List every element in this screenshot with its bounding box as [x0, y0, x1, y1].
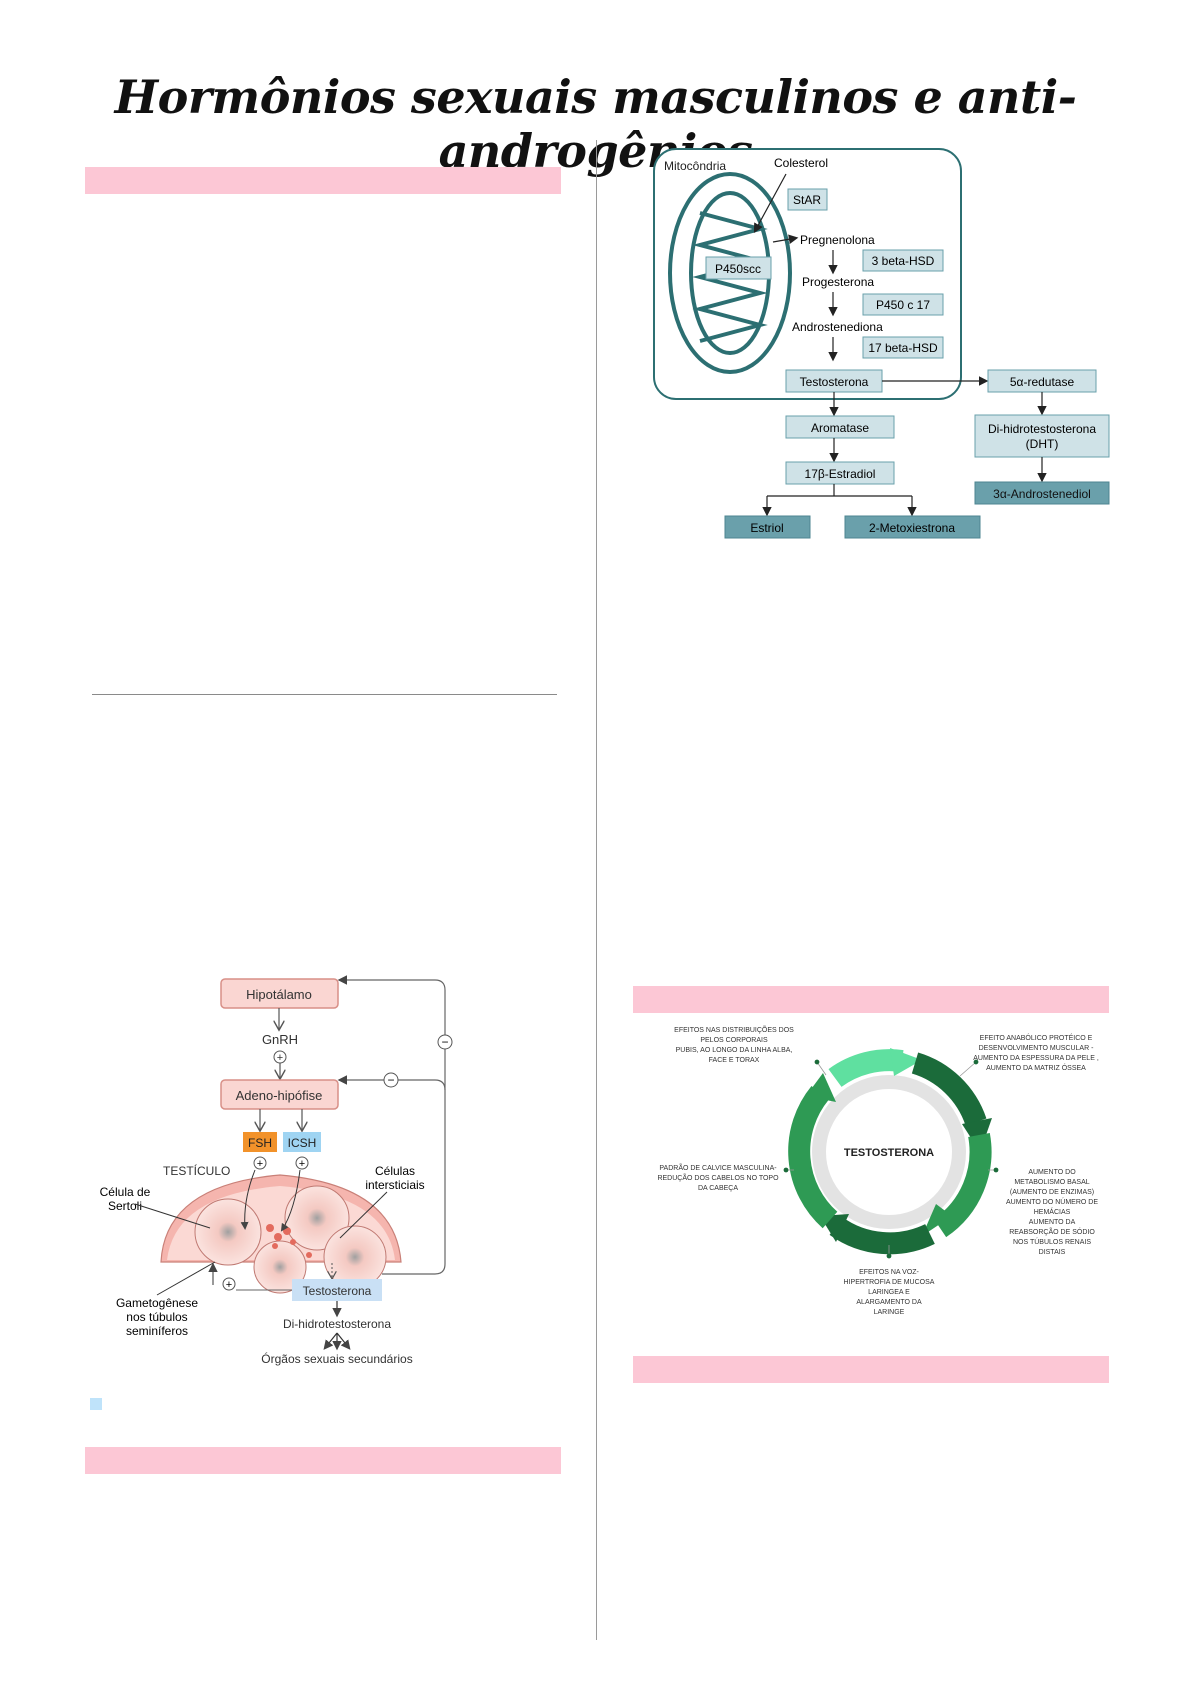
p450scc-label: P450scc — [715, 262, 761, 276]
minus-sign: − — [441, 1035, 448, 1049]
effect-metabolism: DISTAIS — [1039, 1249, 1066, 1256]
gametogenese-label: Gametogênese — [116, 1296, 198, 1310]
p450c17-box — [862, 293, 944, 316]
icsh-label: ICSH — [288, 1136, 317, 1150]
testiculo-label: TESTÍCULO — [163, 1163, 230, 1178]
testosterona-label: Testosterona — [800, 375, 869, 389]
effect-baldness: DA CABEÇA — [698, 1185, 738, 1192]
testosterone-effects-figure: TESTOSTERONA EFEITOS NAS DISTRIBUIÇÕES D… — [657, 1025, 1099, 1316]
steroid-synthesis-figure: Mitocôndria P450scc Colesterol StAR Preg… — [653, 148, 1110, 539]
gnrh-label: GnRH — [262, 1032, 298, 1047]
plus-sign: + — [226, 1279, 232, 1291]
horizontal-rule — [92, 694, 557, 695]
orgaos-label: Órgãos sexuais secundários — [261, 1351, 412, 1366]
seminiferous-tubule — [323, 1225, 387, 1289]
effect-anabolic: AUMENTO DA ESPESSURA DA PELE , — [973, 1055, 1099, 1062]
effect-metabolism: REABSORÇÃO DE SÓDIO — [1009, 1227, 1095, 1236]
dht-label: (DHT) — [1026, 437, 1059, 451]
effect-metabolism: (AUMENTO DE ENZIMAS) — [1010, 1189, 1094, 1196]
dht-label: Di-hidrotestosterona — [283, 1317, 391, 1331]
effect-hair-distribution: EFEITOS NAS DISTRIBUIÇÕES DOS — [674, 1025, 794, 1034]
effect-anabolic: AUMENTO DA MATRIZ ÓSSEA — [986, 1063, 1086, 1072]
star-box — [787, 188, 828, 211]
hpg-axis-figure: Hipotálamo GnRH + Adeno-hipófise FSH ICS… — [100, 975, 453, 1366]
effect-metabolism: AUMENTO DO — [1028, 1169, 1076, 1176]
progesterona-label: Progesterona — [802, 275, 874, 289]
section-header-bar — [633, 1356, 1109, 1383]
testosterona-label: Testosterona — [303, 1284, 372, 1298]
effects-center-label: TESTOSTERONA — [844, 1147, 934, 1159]
17beta-hsd-label: 17 beta-HSD — [868, 341, 938, 355]
effect-anabolic: EFEITO ANABÓLICO PROTÉICO E — [980, 1033, 1093, 1042]
effect-baldness: REDUÇÃO DOS CABELOS NO TOPO — [657, 1173, 779, 1182]
effect-voice: EFEITOS NA VOZ- — [859, 1269, 919, 1276]
ring-segment — [933, 1133, 992, 1238]
estradiol-label: 17β-Estradiol — [805, 467, 876, 481]
ring-segment — [829, 1216, 935, 1255]
section-header-bar — [85, 167, 561, 194]
dht-box — [974, 414, 1110, 458]
androstenediol-box — [974, 481, 1110, 505]
effect-hair-distribution: PUBIS, AO LONGO DA LINHA ALBA, — [676, 1047, 793, 1054]
estriol-label: Estriol — [750, 521, 783, 535]
mitocondria-label: Mitocôndria — [664, 159, 726, 173]
seminiferous-tubule — [284, 1185, 350, 1251]
metoxiestrona-box — [844, 515, 981, 539]
legend-square — [90, 1398, 102, 1410]
hipotalamo-label: Hipotálamo — [246, 987, 312, 1002]
effect-metabolism: HEMÁCIAS — [1034, 1207, 1071, 1216]
effect-hair-distribution: PELOS CORPORAIS — [700, 1037, 768, 1044]
effect-metabolism: AUMENTO DO NÚMERO DE — [1006, 1197, 1098, 1206]
estradiol-box — [785, 461, 895, 485]
section-header-bar — [633, 986, 1109, 1013]
gametogenese-label: seminíferos — [126, 1324, 188, 1338]
p450scc-box — [705, 256, 772, 280]
aromatase-label: Aromatase — [811, 421, 869, 435]
p450c17-label: P450 c 17 — [876, 298, 930, 312]
celulas-intersticiais-label: Células — [375, 1164, 415, 1178]
pregnenolona-label: Pregnenolona — [800, 233, 875, 247]
17beta-hsd-box — [862, 336, 944, 359]
adeno-hipofise-box — [220, 1079, 339, 1110]
section-header-bar — [85, 1447, 561, 1474]
androstenediol-label: 3α-Androstenediol — [993, 487, 1091, 501]
effect-metabolism: AUMENTO DA — [1029, 1219, 1076, 1226]
3beta-hsd-box — [862, 249, 944, 272]
star-label: StAR — [793, 193, 821, 207]
sertoli-label: Sertoli — [108, 1199, 142, 1213]
adeno-hipofise-label: Adeno-hipófise — [236, 1088, 323, 1103]
dht-label: Di-hidrotestosterona — [988, 422, 1096, 436]
plus-sign: + — [277, 1052, 283, 1064]
fsh-label: FSH — [248, 1136, 272, 1150]
gametogenese-label: nos túbulos — [126, 1310, 187, 1324]
effect-anabolic: DESENVOLVIMENTO MUSCULAR - — [979, 1045, 1095, 1052]
seminiferous-tubule — [194, 1198, 262, 1266]
sertoli-label: Célula de — [100, 1185, 151, 1199]
icsh-box — [283, 1132, 321, 1152]
effect-voice: HIPERTROFIA DE MUCOSA — [844, 1279, 935, 1286]
5alpha-redutase-label: 5α-redutase — [1010, 375, 1075, 389]
effect-voice: LARINGEA E — [868, 1289, 910, 1296]
aromatase-box — [785, 415, 895, 439]
column-divider — [596, 140, 597, 1640]
testosterona-box — [292, 1279, 382, 1301]
colesterol-label: Colesterol — [774, 156, 828, 170]
ring-segment — [788, 1086, 838, 1229]
plus-sign: + — [257, 1158, 263, 1170]
estriol-box — [724, 515, 811, 539]
minus-sign: − — [387, 1073, 394, 1087]
androstenediona-label: Androstenediona — [792, 320, 883, 334]
effect-metabolism: METABOLISMO BASAL — [1014, 1179, 1089, 1186]
ring-segment — [911, 1052, 987, 1126]
metoxiestrona-label: 2-Metoxiestrona — [869, 521, 955, 535]
effect-voice: ALARGAMENTO DA — [856, 1299, 922, 1306]
3beta-hsd-label: 3 beta-HSD — [872, 254, 935, 268]
celulas-intersticiais-label: intersticiais — [365, 1178, 424, 1192]
plus-sign: + — [299, 1158, 305, 1170]
fsh-box — [243, 1132, 277, 1152]
effect-voice: LARINGE — [874, 1309, 905, 1316]
effect-baldness: PADRÃO DE CALVICE MASCULINA- — [659, 1163, 777, 1172]
effect-hair-distribution: FACE E TORAX — [709, 1057, 760, 1064]
effect-metabolism: NOS TÚBULOS RENAIS — [1013, 1237, 1091, 1246]
